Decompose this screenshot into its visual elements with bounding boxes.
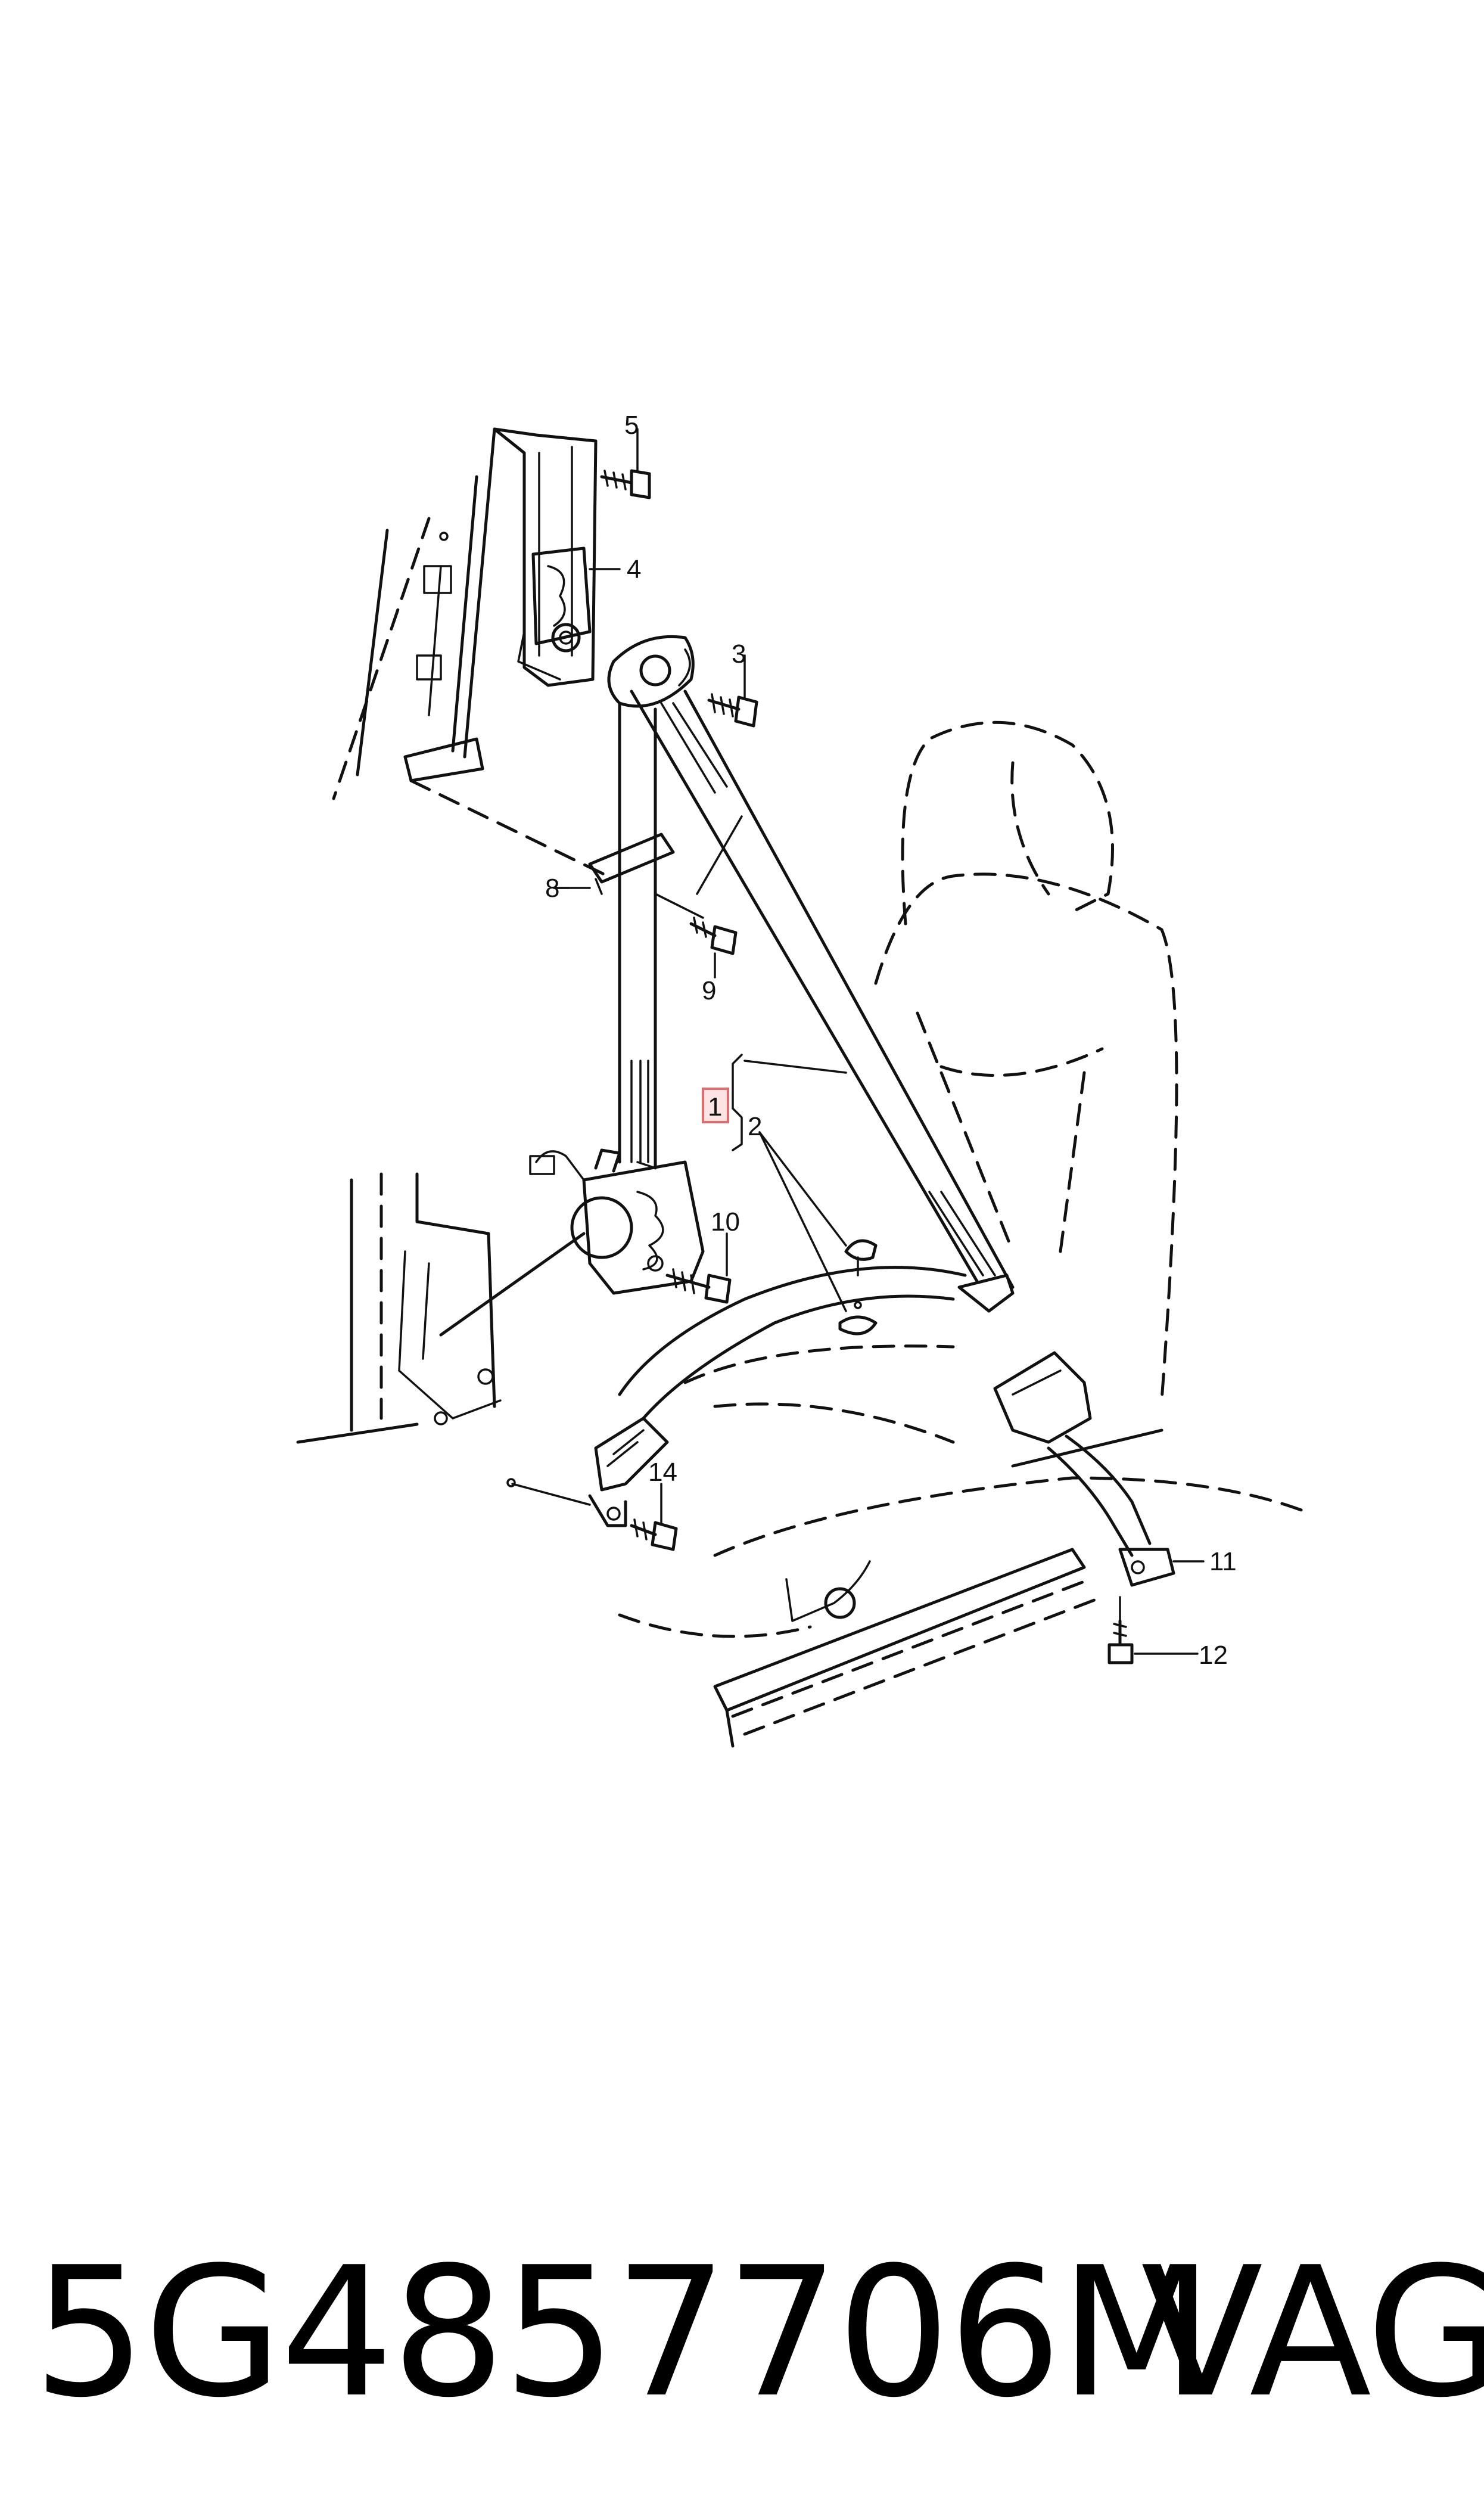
lower-belt-end-fitting	[506, 1266, 967, 1527]
callout-1-highlight	[702, 1088, 729, 1123]
callout-9: 9	[702, 976, 716, 1005]
height-adjuster	[493, 427, 598, 687]
screw-9	[654, 893, 738, 979]
seat-rail	[713, 1548, 1104, 1748]
callout-12: 12	[1199, 1641, 1228, 1670]
callout-10: 10	[711, 1207, 740, 1237]
callout-1: 1	[708, 1092, 722, 1122]
callout-2: 2	[748, 1112, 762, 1141]
leader-lines	[553, 568, 1205, 1655]
bolt-10	[665, 1232, 732, 1304]
callout-11: 11	[1209, 1547, 1237, 1576]
bolt-3	[707, 654, 758, 728]
footer: 5G4857706M VAG	[0, 2205, 1484, 2455]
b-pillar-panel	[332, 427, 609, 878]
seat	[618, 720, 1312, 1638]
belt-retractor	[529, 1148, 705, 1295]
callout-3: 3	[732, 639, 746, 669]
brand-label: VAG	[1141, 2229, 1484, 2437]
lower-body-sill	[296, 1172, 586, 1444]
buckle-assembly	[993, 1351, 1175, 1587]
bolt-14	[630, 1483, 678, 1551]
bolt-12	[1107, 1596, 1134, 1664]
callout-4: 4	[627, 555, 641, 584]
callout-8: 8	[545, 874, 559, 903]
part-number: 5G4857706M	[33, 2229, 1214, 2437]
vertical-belt-strap	[618, 701, 657, 1170]
callout-5: 5	[624, 411, 639, 440]
diagonal-shoulder-belt	[630, 689, 1015, 1313]
callout-14: 14	[648, 1458, 677, 1487]
stopper-button-2	[838, 1239, 878, 1335]
deflection-fitting	[607, 635, 695, 708]
bolt-5	[600, 428, 651, 499]
